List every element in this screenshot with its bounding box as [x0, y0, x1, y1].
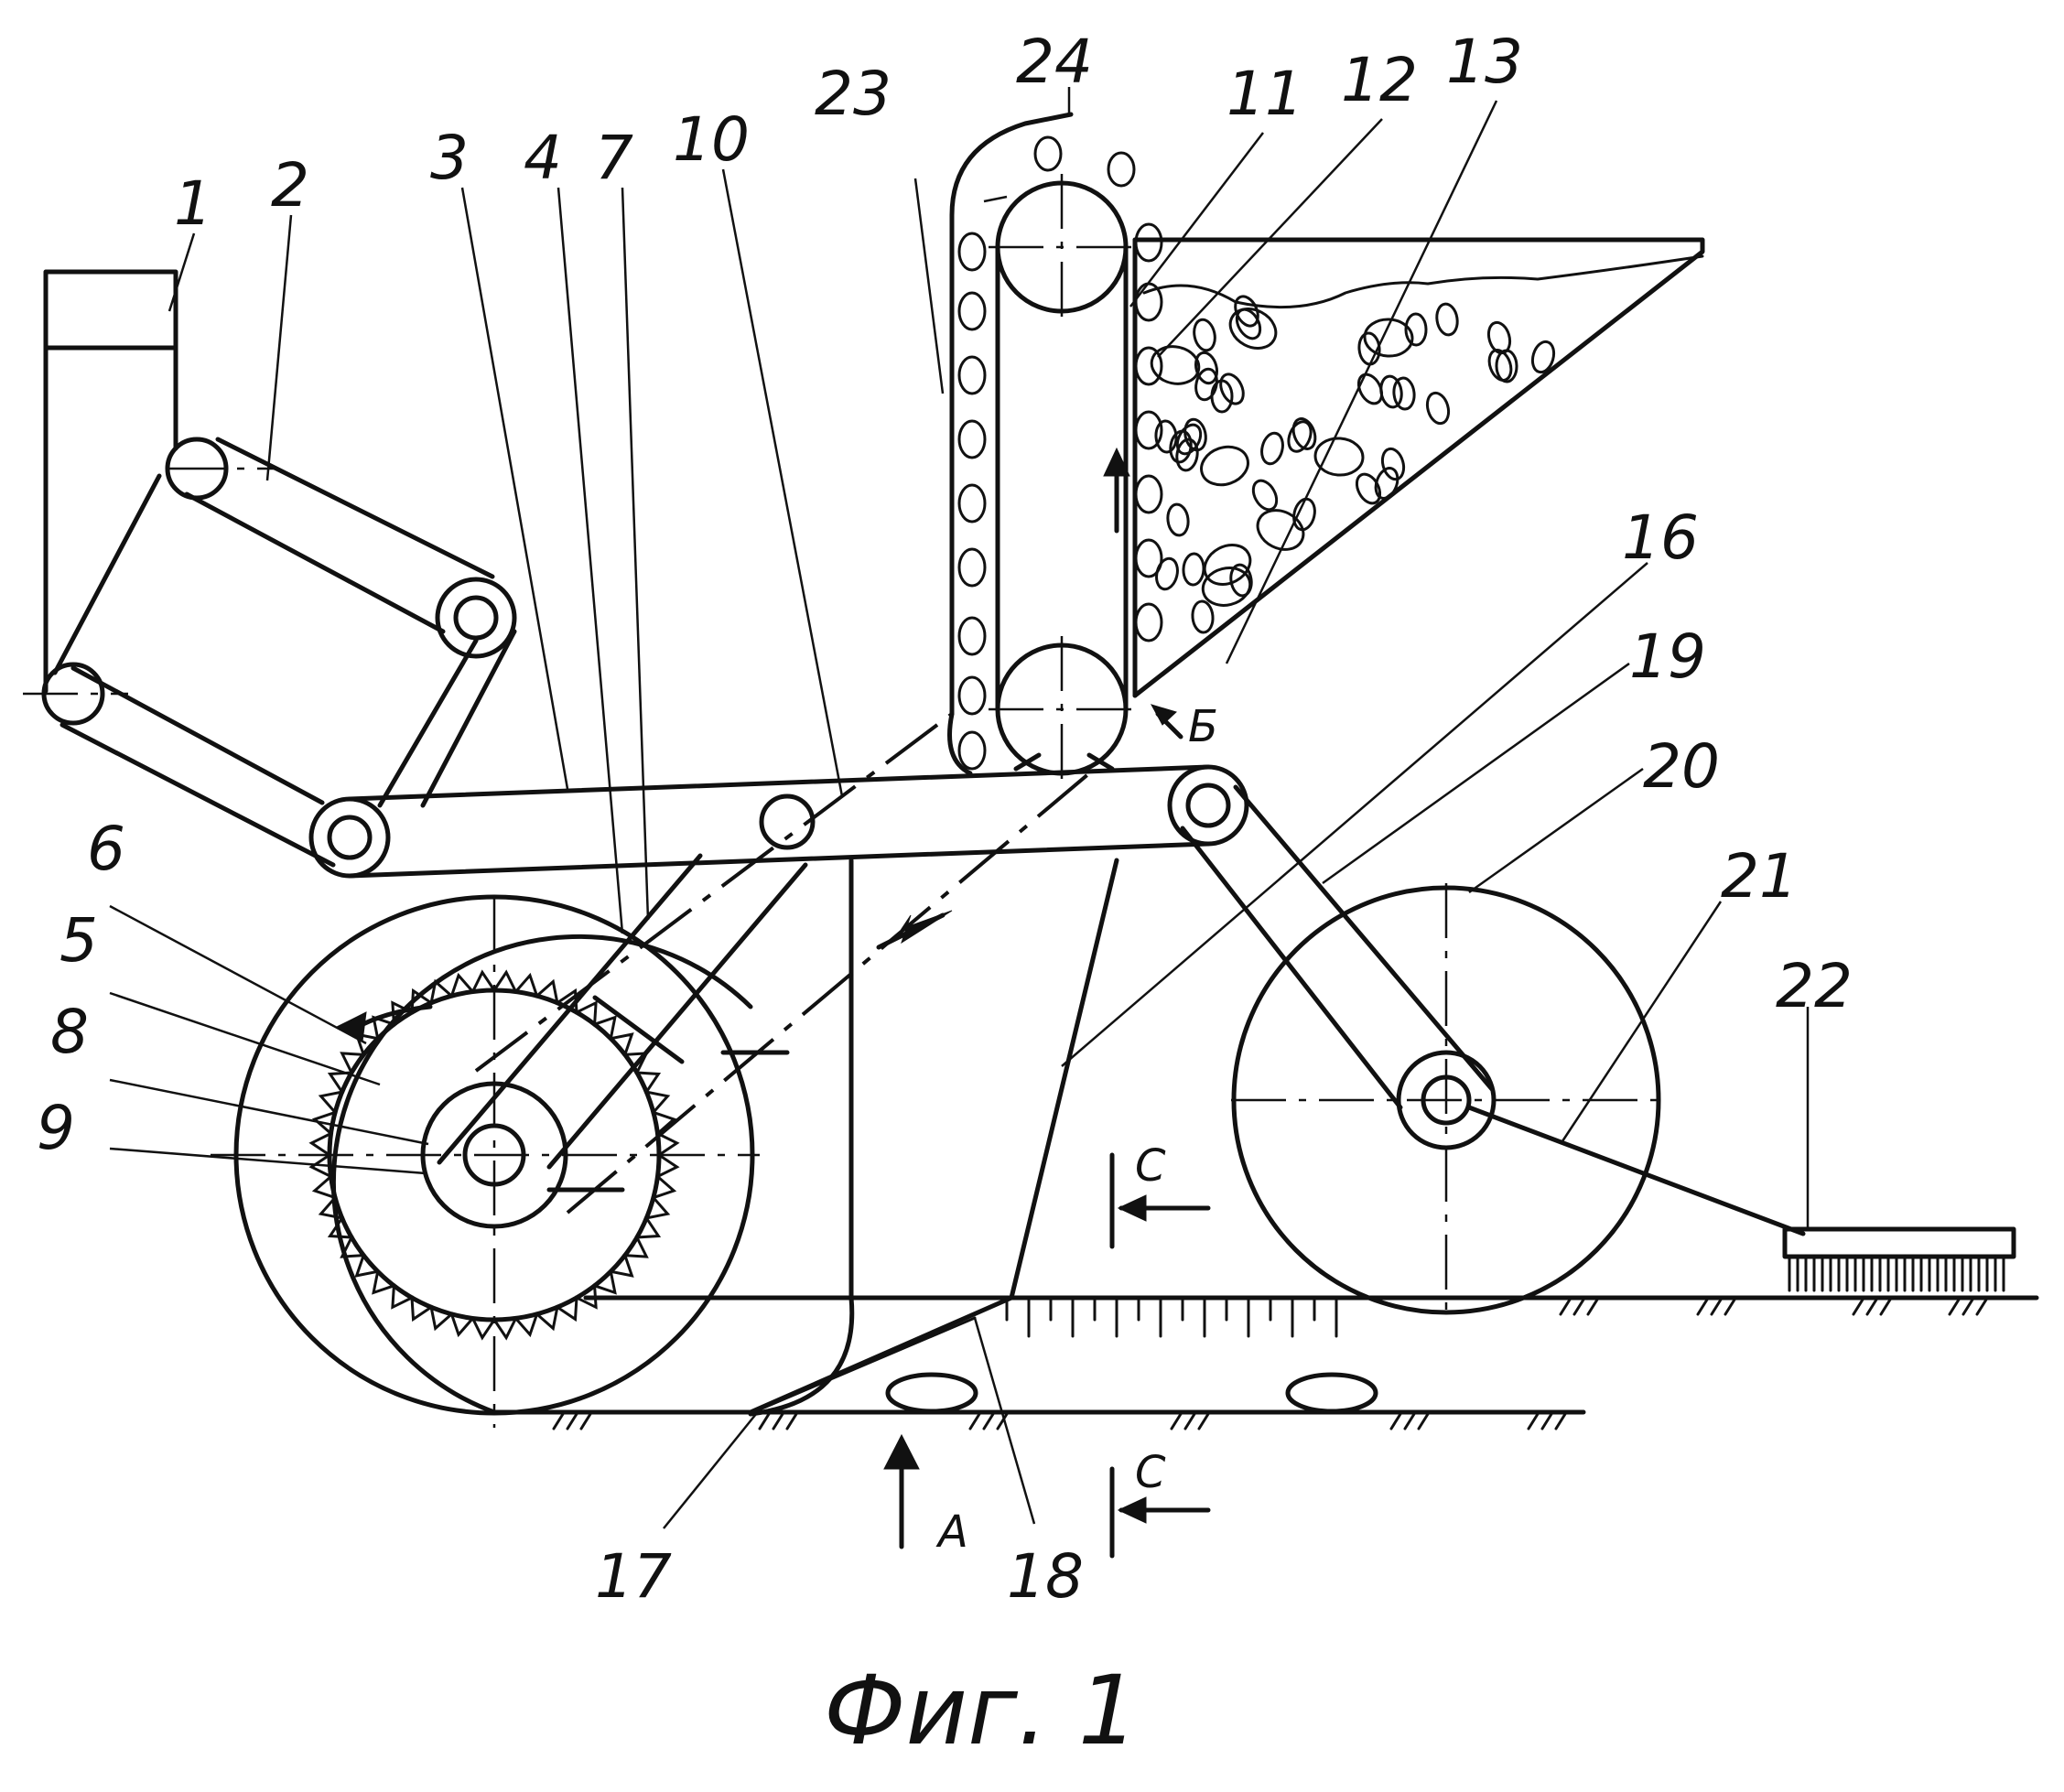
- hopper: [1132, 237, 1705, 739]
- part-label-10: 10: [673, 104, 750, 175]
- part-label-18: 18: [1007, 1541, 1084, 1612]
- mounting-frame: [23, 269, 517, 879]
- section-mark-c-top: [1109, 1152, 1211, 1249]
- conveyor-path: [474, 712, 1091, 1214]
- part-label-8: 8: [50, 997, 89, 1067]
- part-label-2: 2: [271, 150, 309, 221]
- part-label-17: 17: [595, 1541, 672, 1612]
- part-label-5: 5: [59, 905, 98, 976]
- part-label-3: 3: [430, 123, 469, 193]
- part-labels: 1 2 3 4 7 10 23 24 11 12 13 16 19 20 21 …: [37, 27, 1853, 1612]
- part-label-11: 11: [1227, 59, 1303, 129]
- part-label-7: 7: [595, 123, 633, 193]
- part-label-9: 9: [37, 1093, 75, 1163]
- brush-tool: [1782, 1226, 2016, 1292]
- part-label-12: 12: [1341, 45, 1418, 115]
- ground: [492, 1295, 2039, 1430]
- view-label-c-bottom: С: [1135, 1447, 1166, 1498]
- view-label-b: Б: [1188, 701, 1218, 752]
- left-drive-wheel: [211, 894, 790, 1428]
- part-label-13: 13: [1446, 27, 1523, 97]
- view-label-c-top: С: [1135, 1140, 1166, 1192]
- section-mark-c-bottom: [1109, 1466, 1211, 1559]
- part-label-22: 22: [1776, 951, 1853, 1021]
- part-label-24: 24: [1016, 27, 1093, 97]
- part-label-16: 16: [1622, 502, 1699, 573]
- part-label-21: 21: [1721, 841, 1798, 912]
- part-label-20: 20: [1643, 731, 1720, 802]
- part-label-4: 4: [524, 123, 562, 193]
- part-label-6: 6: [87, 814, 125, 884]
- view-arrow-a: [883, 1433, 920, 1549]
- part-label-23: 23: [815, 59, 892, 129]
- part-label-1: 1: [174, 168, 212, 239]
- wheel-arm: [437, 853, 1119, 1417]
- view-label-a: А: [935, 1506, 968, 1558]
- figure-caption: Фиг. 1: [824, 1655, 1139, 1766]
- elevator: [947, 112, 1163, 783]
- part-label-19: 19: [1629, 621, 1706, 692]
- leader-lines: [109, 87, 1810, 1529]
- planted-tubers: [751, 1316, 1378, 1414]
- right-support-wheel: [1180, 784, 1806, 1318]
